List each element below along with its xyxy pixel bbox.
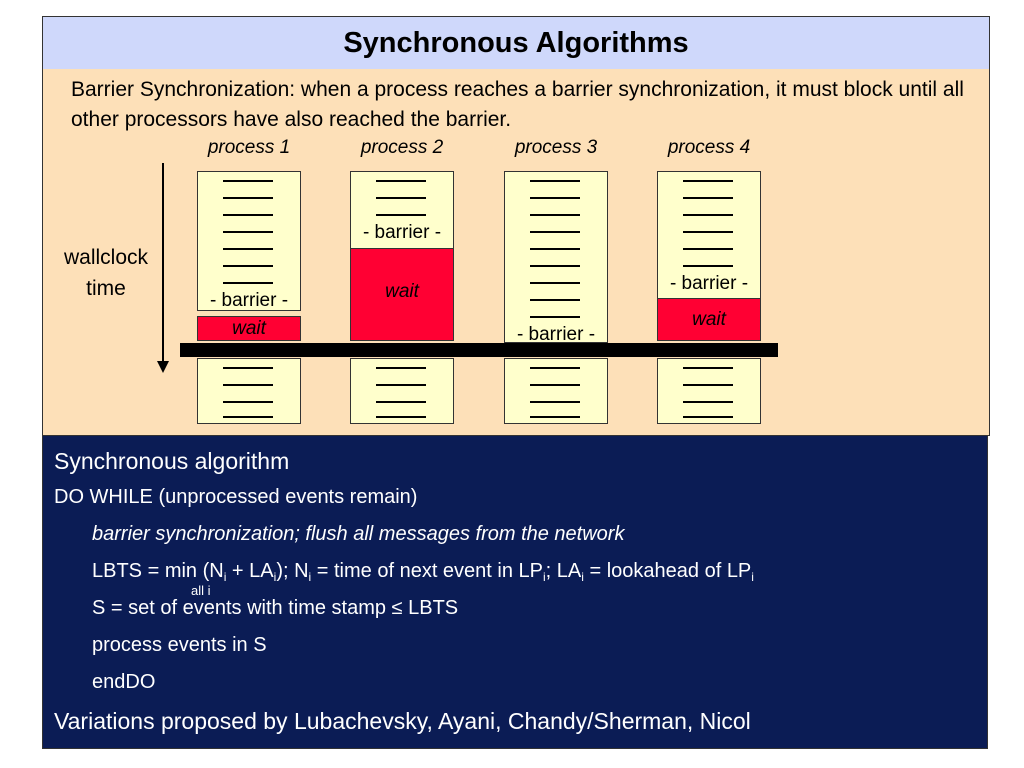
do-while-line: DO WHILE (unprocessed events remain)	[54, 486, 418, 508]
process-2-label: process 2	[360, 137, 444, 158]
lbts-sub-5: i	[581, 570, 584, 584]
wallclock-time-label: wallclock time	[49, 242, 163, 304]
process-4-barrier-label: - barrier -	[669, 273, 749, 294]
lbts-part-e: ; LA	[545, 560, 582, 582]
process-1-label: process 1	[207, 137, 291, 158]
lbts-sub-4: i	[543, 570, 546, 584]
min-subscript-all-i: all i	[191, 583, 211, 598]
algorithm-heading: Synchronous algorithm	[54, 448, 290, 474]
lbts-part-a: LBTS = min (N	[92, 560, 224, 582]
process-1-wait-box: wait	[197, 316, 301, 341]
time-label-line2: time	[86, 277, 126, 300]
lbts-sub-1: i	[223, 570, 227, 584]
lbts-part-f: = lookahead of LP	[583, 560, 752, 582]
barrier-diagram-panel: Barrier Synchronization: when a process …	[42, 69, 990, 436]
process-1-lower-block	[197, 358, 301, 424]
time-arrow-line	[162, 163, 164, 363]
time-arrow-head	[157, 361, 169, 373]
process-2-lower-block	[350, 358, 454, 424]
barrier-bar	[180, 343, 778, 357]
set-s-line: S = set of events with time stamp ≤ LBTS	[92, 597, 459, 619]
lbts-sub-2: i	[273, 570, 277, 584]
lbts-sub-3: i	[308, 570, 312, 584]
process-3-label: process 3	[514, 137, 598, 158]
process-4-wait-box: wait	[657, 298, 761, 341]
process-4-label: process 4	[667, 137, 751, 158]
lbts-part-c: ); N	[276, 560, 309, 582]
lbts-part-d: = time of next event in LP	[311, 560, 543, 582]
process-4-lower-block	[657, 358, 761, 424]
lbts-part-b: + LA	[226, 560, 274, 582]
lbts-sub-6: i	[751, 570, 754, 584]
process-2-barrier-label: - barrier -	[362, 222, 442, 243]
variations-line: Variations proposed by Lubachevsky, Ayan…	[54, 708, 751, 734]
process-1-barrier-label: - barrier -	[209, 290, 289, 311]
process-2-upper-block	[350, 171, 454, 251]
enddo-line: endDO	[92, 671, 156, 693]
lbts-line: LBTS = min (Ni + LAi); Ni = time of next…	[92, 560, 754, 584]
process-2-wait-box: wait	[350, 248, 454, 341]
intro-text: Barrier Synchronization: when a process …	[71, 78, 964, 131]
process-events-line: process events in S	[92, 634, 267, 656]
process-4-upper-block	[657, 171, 761, 299]
process-3-upper-block	[504, 171, 608, 343]
algorithm-panel: Synchronous algorithm DO WHILE (unproces…	[42, 435, 988, 749]
process-3-lower-block	[504, 358, 608, 424]
slide-title: Synchronous Algorithms	[42, 16, 990, 70]
barrier-step-line: barrier synchronization; flush all messa…	[92, 523, 625, 545]
process-1-upper-block	[197, 171, 301, 311]
process-3-barrier-label: - barrier -	[516, 324, 596, 345]
time-label-line1: wallclock	[63, 246, 149, 269]
